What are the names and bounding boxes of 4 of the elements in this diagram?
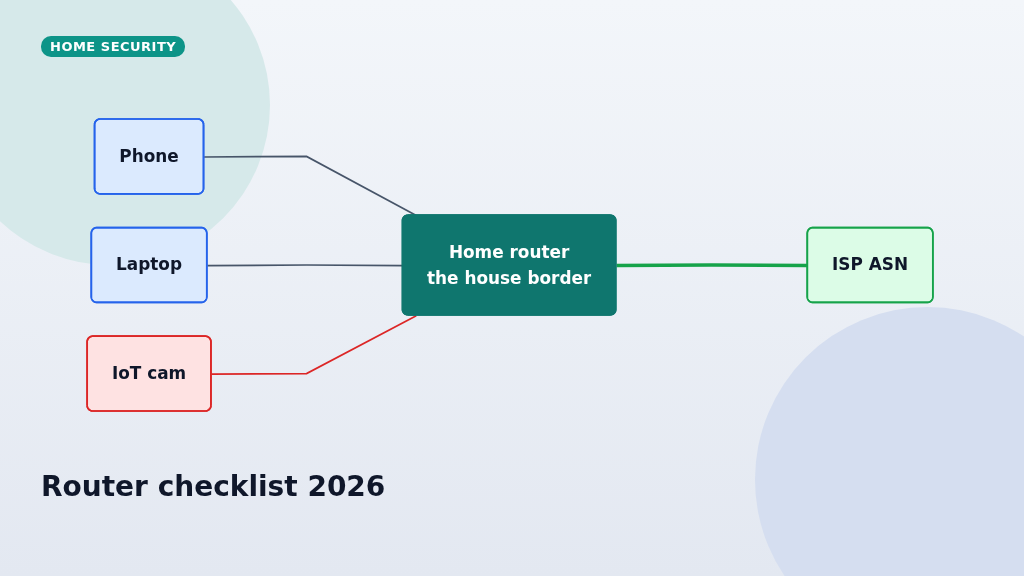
- connector: [616, 263, 808, 268]
- connector: [210, 314, 418, 375]
- title: Router checklist 2026: [41, 470, 386, 503]
- category-badge: HOME SECURITY: [41, 36, 186, 57]
